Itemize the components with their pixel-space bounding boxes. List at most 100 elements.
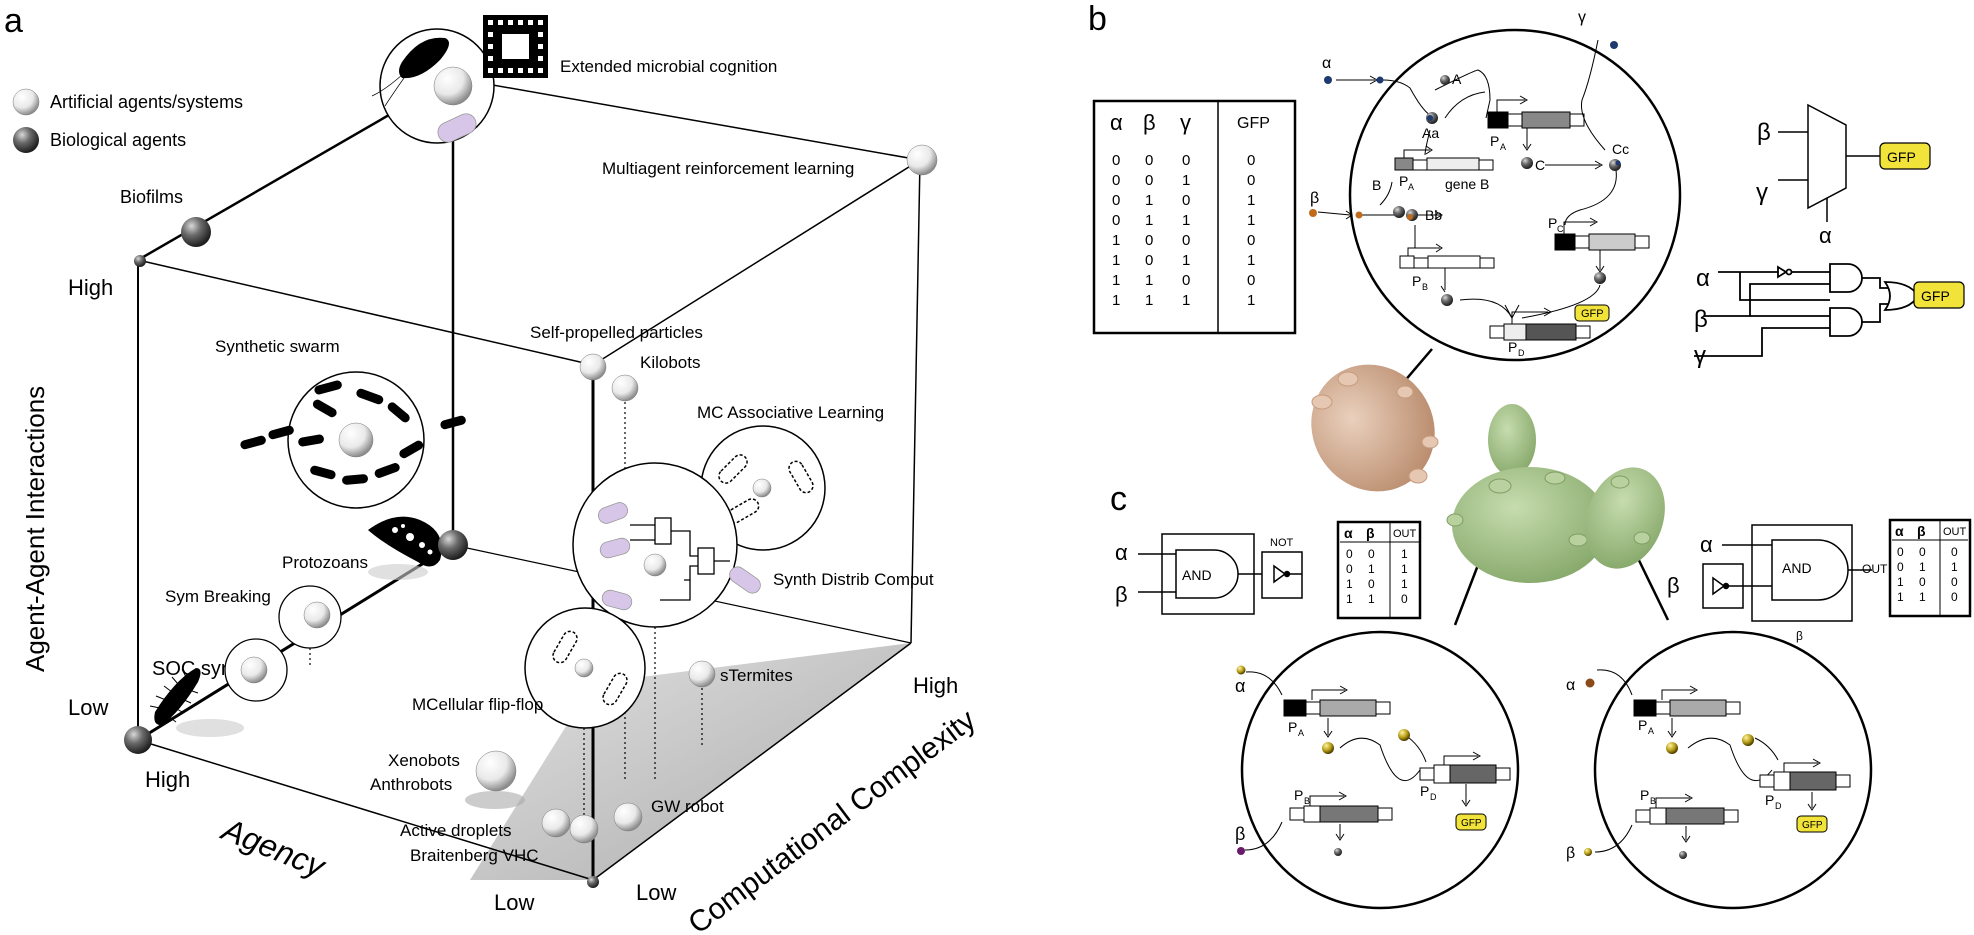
label-droplets: Active droplets	[400, 821, 512, 840]
protozoan-cell	[368, 516, 442, 567]
biofilms-sphere	[181, 217, 211, 247]
svg-text:B: B	[1304, 796, 1310, 806]
sdc-pills	[598, 502, 761, 611]
circuit-b-molecules	[1309, 41, 1621, 306]
svg-text:0: 0	[1182, 152, 1190, 169]
svg-text:0: 0	[1247, 272, 1255, 289]
flipflop-sphere	[574, 658, 594, 678]
label-protozoans: Protozoans	[282, 553, 368, 572]
symbreak-sphere	[303, 601, 331, 629]
svg-text:1: 1	[1247, 212, 1255, 229]
svg-text:1: 1	[1368, 562, 1375, 576]
alpha-dot	[1324, 76, 1332, 84]
svg-text:0: 0	[1145, 172, 1153, 189]
svg-text:D: D	[1775, 801, 1782, 811]
yeast-cells	[1311, 364, 1665, 583]
svg-text:0: 0	[1182, 192, 1190, 209]
svg-text:0: 0	[1401, 592, 1408, 606]
axis-low-interactions: Low	[68, 695, 108, 720]
svg-text:0: 0	[1951, 575, 1958, 589]
label-xenobots: Xenobots	[388, 751, 460, 770]
label-braitenberg: Braitenberg VHC	[410, 846, 539, 865]
label-kilobots: Kilobots	[640, 353, 700, 372]
label-anthrobots: Anthrobots	[370, 775, 452, 794]
cell-c-left-circuit	[1244, 671, 1511, 851]
svg-text:0: 0	[1897, 560, 1904, 574]
svg-text:1: 1	[1182, 252, 1190, 269]
label-socsyn: SOC syn	[152, 658, 232, 680]
label-biofilms: Biofilms	[120, 187, 183, 207]
svg-text:B: B	[1422, 282, 1428, 292]
svg-text:0: 0	[1951, 545, 1958, 559]
mcal-sphere	[752, 478, 772, 498]
gfp-badge-mux	[1879, 142, 1931, 170]
svg-text:1: 1	[1951, 560, 1958, 574]
svg-text:0: 0	[1346, 562, 1353, 576]
axis-high-complexity: High	[913, 673, 958, 698]
svg-text:β: β	[1366, 525, 1375, 541]
svg-text:P: P	[1548, 215, 1557, 231]
cell-c-right-circuit	[1594, 669, 1851, 853]
legend-biological-sphere	[13, 127, 39, 153]
svg-text:GFP: GFP	[1581, 308, 1604, 320]
gate-c-left-alpha: α	[1115, 540, 1128, 565]
svg-text:1: 1	[1182, 292, 1190, 309]
svg-text:GFP: GFP	[1802, 820, 1823, 831]
svg-text:GFP: GFP	[1921, 288, 1950, 304]
svg-text:0: 0	[1112, 152, 1120, 169]
svg-text:0: 0	[1247, 232, 1255, 249]
gate-c-left-not: NOT	[1270, 537, 1294, 549]
svg-text:Cc: Cc	[1612, 141, 1629, 157]
svg-text:C: C	[1557, 224, 1564, 234]
svg-text:1: 1	[1112, 232, 1120, 249]
svg-text:P: P	[1294, 787, 1303, 803]
swarm-sphere	[338, 422, 374, 458]
legend-artificial-label: Artificial agents/systems	[50, 92, 243, 112]
label-sdc: Synth Distrib Comput	[773, 570, 934, 589]
panel-b-label: b	[1088, 0, 1107, 38]
yeast-brown	[1311, 364, 1435, 492]
gates-gamma: γ	[1694, 342, 1706, 369]
gate-c-right	[1702, 524, 1872, 622]
label-gwrobot: GW robot	[651, 797, 724, 816]
origin-sphere	[124, 726, 152, 754]
axis-high-interactions: High	[68, 275, 113, 300]
svg-text:B: B	[1372, 177, 1381, 193]
svg-text:1: 1	[1368, 592, 1375, 606]
svg-text:0: 0	[1919, 575, 1926, 589]
gates-alpha: α	[1696, 265, 1710, 292]
svg-text:1: 1	[1897, 575, 1904, 589]
kilobots-sphere	[611, 374, 639, 402]
gate-c-right-alpha: α	[1700, 532, 1713, 557]
label-marl: Multiagent reinforcement learning	[602, 159, 854, 178]
svg-text:A: A	[1298, 728, 1304, 738]
gfp-badge-c-right	[1796, 815, 1828, 833]
svg-text:P: P	[1508, 339, 1517, 355]
svg-text:1: 1	[1919, 560, 1926, 574]
svg-text:1: 1	[1182, 172, 1190, 189]
circuit-b	[1317, 39, 1650, 341]
svg-text:1: 1	[1182, 212, 1190, 229]
label-spp: Self-propelled particles	[530, 323, 703, 342]
legend-biological-label: Biological agents	[50, 130, 186, 150]
svg-text:P: P	[1420, 783, 1429, 799]
svg-text:P: P	[1638, 717, 1647, 733]
cell-c-right-beta: β	[1566, 845, 1575, 862]
droplet-sphere-2	[569, 814, 599, 844]
gates-b	[1694, 263, 1926, 357]
svg-text:0: 0	[1247, 172, 1255, 189]
panel-c-label: c	[1110, 480, 1127, 518]
legend-artificial-sphere	[12, 88, 40, 116]
axis-low-complexity: Low	[636, 880, 676, 905]
svg-text:α: α	[1344, 525, 1353, 541]
emc-bacterium	[399, 37, 449, 79]
droplet-sphere-1	[541, 808, 571, 838]
svg-text:1: 1	[1897, 590, 1904, 604]
svg-text:Aa: Aa	[1422, 125, 1439, 141]
svg-text:D: D	[1518, 348, 1525, 358]
yeast-green-large	[1452, 467, 1608, 583]
svg-text:1: 1	[1145, 272, 1153, 289]
